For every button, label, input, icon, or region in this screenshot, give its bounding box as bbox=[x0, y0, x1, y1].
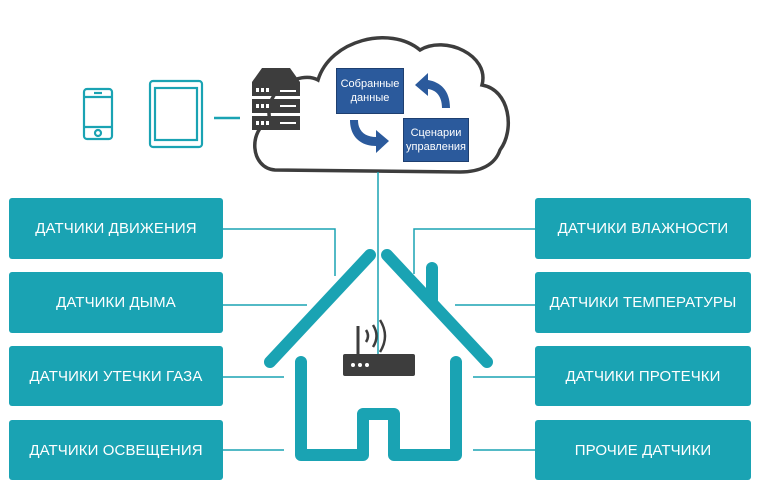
house-icon bbox=[264, 249, 493, 461]
sensor-label: ДАТЧИКИ ДВИЖЕНИЯ bbox=[35, 220, 197, 237]
arrow-down-icon bbox=[350, 120, 389, 153]
sensor-smoke: ДАТЧИКИ ДЫМА bbox=[9, 272, 223, 333]
sensor-water-leak: ДАТЧИКИ ПРОТЕЧКИ bbox=[535, 346, 751, 406]
router-icon bbox=[343, 319, 415, 376]
control-scenarios-box: Сценарии управления bbox=[403, 118, 469, 162]
smartphone-icon bbox=[82, 87, 114, 141]
collected-data-label: Собранные данные bbox=[340, 78, 400, 104]
sensor-label: ДАТЧИКИ ВЛАЖНОСТИ bbox=[557, 220, 729, 237]
sensor-temperature: ДАТЧИКИ ТЕМПЕРАТУРЫ bbox=[535, 272, 751, 333]
sensor-label: ДАТЧИКИ ДЫМА bbox=[56, 294, 176, 311]
control-scenarios-label: Сценарии управления bbox=[406, 127, 466, 153]
sensor-gas-leak: ДАТЧИКИ УТЕЧКИ ГАЗА bbox=[9, 346, 223, 406]
sensor-label: ДАТЧИКИ УТЕЧКИ ГАЗА bbox=[29, 367, 203, 385]
collected-data-box: Собранные данные bbox=[336, 68, 404, 114]
sensor-label: ДАТЧИКИ ТЕМПЕРАТУРЫ bbox=[549, 294, 737, 311]
sensor-humidity: ДАТЧИКИ ВЛАЖНОСТИ bbox=[535, 198, 751, 259]
sensor-label: ДАТЧИКИ ОСВЕЩЕНИЯ bbox=[29, 441, 203, 459]
server-icon bbox=[252, 68, 300, 130]
tablet-icon bbox=[148, 79, 204, 149]
sensor-connectors bbox=[223, 228, 535, 451]
sensor-other: ПРОЧИЕ ДАТЧИКИ bbox=[535, 420, 751, 480]
sensor-lighting: ДАТЧИКИ ОСВЕЩЕНИЯ bbox=[9, 420, 223, 480]
sensor-motion: ДАТЧИКИ ДВИЖЕНИЯ bbox=[9, 198, 223, 259]
sensor-label: ДАТЧИКИ ПРОТЕЧКИ bbox=[565, 367, 721, 385]
arrow-up-icon bbox=[415, 73, 450, 108]
sensor-label: ПРОЧИЕ ДАТЧИКИ bbox=[574, 441, 712, 459]
